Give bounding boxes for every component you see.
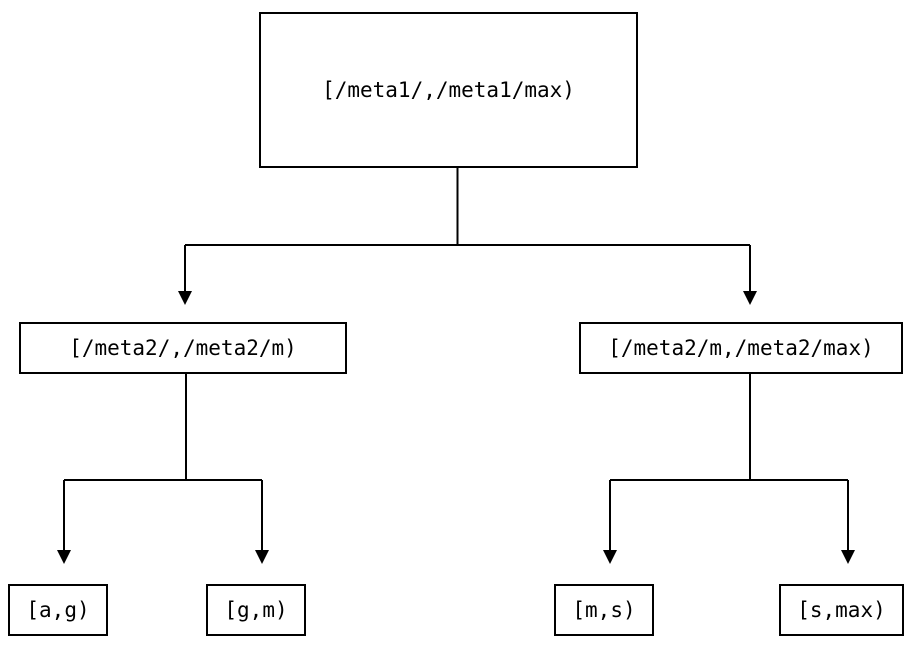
tree-node-root[interactable]: [/meta1/,/meta1/max) [259,12,638,168]
arrowhead-midright-to-leaf-ms [603,550,617,564]
tree-node-leaf-m-s[interactable]: [m,s) [554,584,654,636]
arrowhead-midleft-to-leaf-ag [57,550,71,564]
arrowhead-midleft-to-leaf-gm [255,550,269,564]
tree-node-leaf-s-max-label: [s,max) [797,597,886,622]
tree-node-mid-right-label: [/meta2/m,/meta2/max) [608,335,874,360]
tree-node-mid-left-label: [/meta2/,/meta2/m) [69,335,297,360]
tree-node-leaf-a-g-label: [a,g) [26,597,90,622]
edge-midleft-to-leaves-group [57,374,269,564]
arrowhead-root-to-mid-left [178,291,192,305]
tree-node-mid-right[interactable]: [/meta2/m,/meta2/max) [579,322,903,374]
tree-node-leaf-g-m[interactable]: [g,m) [206,584,306,636]
edge-midright-to-leaves-group [603,374,855,564]
arrowhead-midright-to-leaf-smax [841,550,855,564]
edge-root-to-mid-group [178,168,757,305]
tree-node-leaf-g-m-label: [g,m) [224,597,288,622]
tree-node-leaf-s-max[interactable]: [s,max) [779,584,904,636]
tree-node-root-label: [/meta1/,/meta1/max) [322,77,575,102]
tree-node-mid-left[interactable]: [/meta2/,/meta2/m) [19,322,347,374]
arrowhead-root-to-mid-right [743,291,757,305]
tree-node-leaf-a-g[interactable]: [a,g) [8,584,108,636]
tree-node-leaf-m-s-label: [m,s) [572,597,636,622]
